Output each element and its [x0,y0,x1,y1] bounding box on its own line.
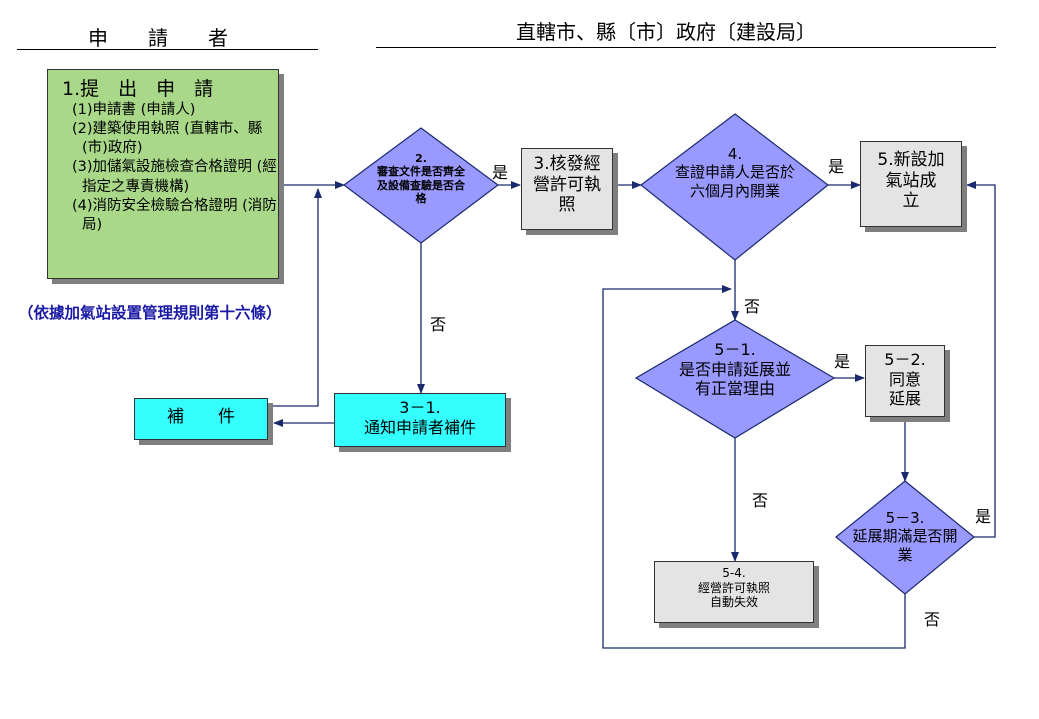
arrow-supplement-back-to-step2 [268,188,322,407]
extension-expiry-text: 5－3. 延展期滿是否開業 [848,509,962,564]
approve-extension-box[interactable] [865,345,945,417]
supplement-documents-box[interactable] [134,398,268,440]
notify-applicant-label: 通知申請者補件 [363,417,476,437]
notify-applicant-box[interactable] [334,393,506,447]
no-label-step4: 否 [744,297,761,316]
applicant-header-rule [17,49,318,50]
review-documents-label: 審查文件是否齊全及設備查驗是否合格 [377,165,465,206]
approve-extension-label: 同意延展 [888,369,921,409]
legal-basis-note: （依據加氣站設置管理規則第十六條） [18,304,282,322]
yes-label-step4: 是 [828,157,845,176]
no-label-step5-3: 否 [924,610,941,629]
approve-extension-number: 5－2. [884,350,926,369]
license-void-box[interactable] [654,561,814,623]
verify-opening-label: 查證申請人是否於六個月內開業 [674,163,795,200]
extension-expiry-label: 延展期滿是否開業 [852,527,958,564]
extension-expiry-number: 5－3. [885,509,925,527]
extension-request-number: 5－1. [714,340,756,359]
doc-building-use-license: (2)建築使用執照 (直轄市、縣(市)政府) [72,121,263,157]
submit-application-box[interactable]: 1.提 出 申 請 (1)申請書 (申請人) (2)建築使用執照 (直轄市、縣(… [47,69,279,279]
license-void-label: 經營許可執照自動失效 [697,580,770,610]
review-documents-diamond [342,127,500,244]
extension-expiry-diamond [835,480,975,595]
review-documents-text: 2. 審查文件是否齊全及設備查驗是否合格 [372,152,470,206]
yes-label-step5-3: 是 [975,507,992,526]
applicant-header: 申 請 者 [88,26,228,50]
government-header-rule [376,47,996,48]
doc-gas-facility-inspection: (3)加儲氣設施檢查合格證明 (經指定之專責機構) [72,159,277,195]
arrow-step5-3-loop-to-step5-1 [602,285,906,649]
arrow-step5-3-back-to-step5 [966,181,996,538]
issue-license-label: 3.核發經營許可執照 [533,154,601,216]
approve-extension-text: 5－2. 同意延展 [865,350,945,409]
doc-fire-safety-inspection: (4)消防安全檢驗合格證明 (消防局) [72,197,277,233]
no-label-step5-1: 否 [752,491,769,510]
review-documents-number: 2. [415,152,427,165]
government-header: 直轄市、縣〔市〕政府〔建設局〕 [516,20,816,44]
license-void-text: 5-4. 經營許可執照自動失效 [684,566,784,610]
verify-opening-number: 4. [727,145,743,163]
verify-opening-text: 4. 查證申請人是否於六個月內開業 [668,145,802,200]
notify-applicant-number: 3－1. [399,398,441,417]
yes-label-step2: 是 [492,163,509,182]
station-established-box[interactable] [860,141,962,227]
issue-license-box[interactable] [521,148,613,230]
submit-application-title: 1.提 出 申 請 [62,78,214,100]
extension-request-label: 是否申請延展並有正當理由 [678,359,791,399]
license-void-number: 5-4. [722,566,746,580]
station-established-label: 5.新設加氣站成 立 [877,150,954,212]
yes-label-step5-1: 是 [834,352,851,371]
supplement-documents-label: 補 件 [167,407,235,427]
verify-opening-diamond [640,113,829,261]
no-label-step2: 否 [430,315,447,334]
extension-request-text: 5－1. 是否申請延展並有正當理由 [676,340,794,399]
notify-applicant-text: 3－1. 通知申請者補件 [334,398,506,437]
doc-application-form: (1)申請書 (申請人) [72,102,196,118]
extension-request-diamond [634,319,836,439]
